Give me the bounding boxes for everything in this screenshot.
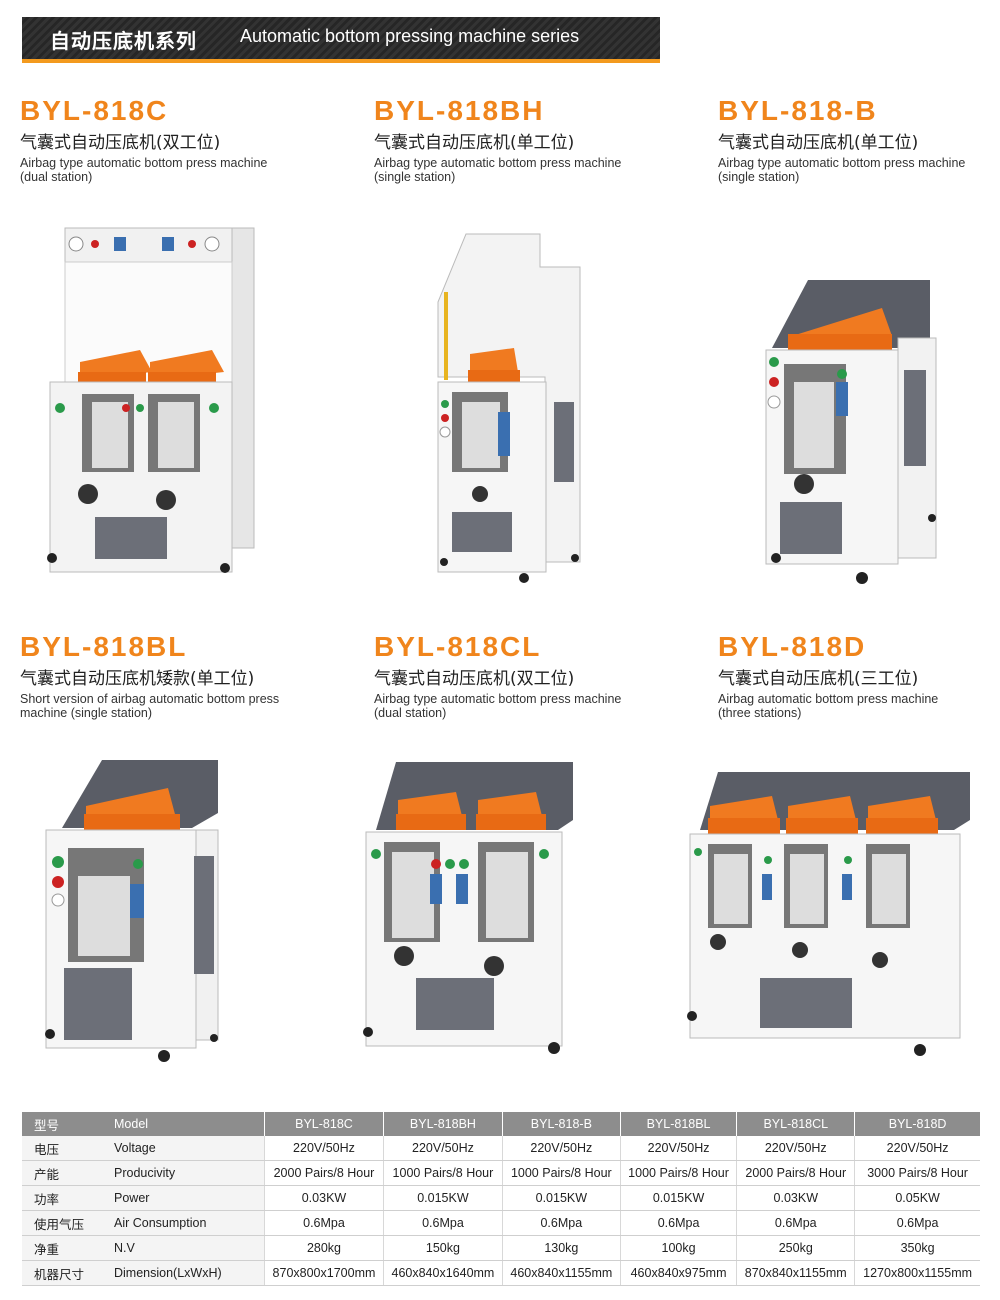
table-cell: 220V/50Hz	[854, 1136, 980, 1161]
product-card-818cl: BYL-818CL 气囊式自动压底机(双工位) Airbag type auto…	[374, 631, 674, 721]
product-name-en: Airbag type automatic bottom press machi…	[20, 156, 268, 184]
specification-table: 型号 Model BYL-818C BYL-818BH BYL-818-B BY…	[22, 1112, 980, 1286]
product-name-en: Airbag type automatic bottom press machi…	[374, 692, 622, 720]
table-cell: 220V/50Hz	[736, 1136, 855, 1161]
product-card-818c: BYL-818C 气囊式自动压底机(双工位) Airbag type autom…	[20, 95, 320, 185]
table-cell: 460x840x1640mm	[382, 1260, 503, 1286]
product-model: BYL-818BH	[374, 95, 545, 126]
table-cell: 870x800x1700mm	[264, 1260, 384, 1286]
table-cell: 0.015KW	[382, 1185, 503, 1211]
table-cell: 460x840x975mm	[619, 1260, 737, 1286]
table-cell: 0.05KW	[854, 1185, 980, 1211]
header-banner: 自动压底机系列 Automatic bottom pressing machin…	[22, 17, 660, 59]
table-cell: 0.03KW	[264, 1185, 384, 1211]
table-cell: 0.6Mpa	[264, 1210, 384, 1236]
table-cell: 350kg	[854, 1235, 980, 1261]
table-cell: 220V/50Hz	[501, 1136, 621, 1161]
product-model: BYL-818BL	[20, 631, 188, 662]
table-cell: 280kg	[264, 1235, 384, 1261]
product-name-cn: 气囊式自动压底机(双工位)	[374, 669, 575, 689]
header-label-cn: 型号	[22, 1112, 104, 1136]
series-title-cn: 自动压底机系列	[50, 29, 197, 53]
product-card-818bh: BYL-818BH 气囊式自动压底机(单工位) Airbag type auto…	[374, 95, 674, 185]
product-name-cn: 气囊式自动压底机矮款(单工位)	[20, 669, 255, 689]
table-row: 功率 Power 0.03KW 0.015KW 0.015KW 0.015KW …	[22, 1185, 980, 1211]
table-header-row: 型号 Model BYL-818C BYL-818BH BYL-818-B BY…	[22, 1112, 980, 1136]
machine-818b-image	[765, 280, 937, 584]
row-label-cn: 产能	[22, 1160, 104, 1186]
product-name-en: Airbag automatic bottom press machine (t…	[718, 692, 939, 720]
product-model: BYL-818-B	[718, 95, 878, 126]
header-model: BYL-818-B	[501, 1112, 621, 1136]
header-model: BYL-818CL	[736, 1112, 855, 1136]
table-cell: 2000 Pairs/8 Hour	[736, 1160, 855, 1186]
table-cell: 250kg	[736, 1235, 855, 1261]
machine-818d-image	[687, 772, 970, 1056]
table-row: 使用气压 Air Consumption 0.6Mpa 0.6Mpa 0.6Mp…	[22, 1210, 980, 1236]
table-cell: 1000 Pairs/8 Hour	[501, 1160, 621, 1186]
table-row: 产能 Producivity 2000 Pairs/8 Hour 1000 Pa…	[22, 1160, 980, 1186]
table-cell: 220V/50Hz	[619, 1136, 737, 1161]
table-cell: 0.6Mpa	[382, 1210, 503, 1236]
header-model: BYL-818D	[854, 1112, 980, 1136]
table-cell: 150kg	[382, 1235, 503, 1261]
table-cell: 100kg	[619, 1235, 737, 1261]
table-cell: 3000 Pairs/8 Hour	[854, 1160, 980, 1186]
table-cell: 870x840x1155mm	[736, 1260, 855, 1286]
table-cell: 0.015KW	[501, 1185, 621, 1211]
table-cell: 0.6Mpa	[501, 1210, 621, 1236]
table-cell: 220V/50Hz	[264, 1136, 384, 1161]
table-row: 净重 N.V 280kg 150kg 130kg 100kg 250kg 350…	[22, 1235, 980, 1261]
row-label-en: Producivity	[104, 1160, 265, 1186]
row-label-en: Dimension(LxWxH)	[104, 1260, 265, 1286]
row-label-cn: 功率	[22, 1185, 104, 1211]
table-cell: 0.6Mpa	[736, 1210, 855, 1236]
product-model: BYL-818C	[20, 95, 169, 126]
row-label-cn: 净重	[22, 1235, 104, 1261]
row-label-en: Power	[104, 1185, 265, 1211]
table-cell: 0.015KW	[619, 1185, 737, 1211]
product-model: BYL-818CL	[374, 631, 542, 662]
row-label-cn: 机器尺寸	[22, 1260, 104, 1286]
table-cell: 1000 Pairs/8 Hour	[382, 1160, 503, 1186]
machine-818bh-image	[437, 233, 581, 583]
product-name-cn: 气囊式自动压底机(单工位)	[374, 133, 575, 153]
product-card-818bl: BYL-818BL 气囊式自动压底机矮款(单工位) Short version …	[20, 631, 320, 721]
row-label-en: N.V	[104, 1235, 265, 1261]
product-card-818b: BYL-818-B 气囊式自动压底机(单工位) Airbag type auto…	[718, 95, 1000, 185]
table-cell: 1270x800x1155mm	[854, 1260, 980, 1286]
row-label-cn: 使用气压	[22, 1210, 104, 1236]
header-model: BYL-818C	[264, 1112, 384, 1136]
table-cell: 0.6Mpa	[619, 1210, 737, 1236]
row-label-en: Voltage	[104, 1136, 265, 1161]
product-name-cn: 气囊式自动压底机(双工位)	[20, 133, 221, 153]
table-row: 电压 Voltage 220V/50Hz 220V/50Hz 220V/50Hz…	[22, 1136, 980, 1161]
banner-accent-bar	[22, 59, 660, 63]
table-cell: 0.6Mpa	[854, 1210, 980, 1236]
product-name-cn: 气囊式自动压底机(三工位)	[718, 669, 919, 689]
header-label-en: Model	[104, 1112, 265, 1136]
product-model: BYL-818D	[718, 631, 867, 662]
header-model: BYL-818BL	[619, 1112, 737, 1136]
table-row: 机器尺寸 Dimension(LxWxH) 870x800x1700mm 460…	[22, 1260, 980, 1286]
header-model: BYL-818BH	[382, 1112, 503, 1136]
product-name-cn: 气囊式自动压底机(单工位)	[718, 133, 919, 153]
table-cell: 0.03KW	[736, 1185, 855, 1211]
product-name-en: Short version of airbag automatic bottom…	[20, 692, 280, 720]
product-name-en: Airbag type automatic bottom press machi…	[718, 156, 966, 184]
table-cell: 460x840x1155mm	[501, 1260, 621, 1286]
row-label-cn: 电压	[22, 1136, 104, 1161]
machine-818c-image	[47, 227, 255, 573]
row-label-en: Air Consumption	[104, 1210, 265, 1236]
table-cell: 220V/50Hz	[382, 1136, 503, 1161]
table-cell: 1000 Pairs/8 Hour	[619, 1160, 737, 1186]
table-cell: 2000 Pairs/8 Hour	[264, 1160, 384, 1186]
series-title-en: Automatic bottom pressing machine series	[240, 26, 580, 46]
table-cell: 130kg	[501, 1235, 621, 1261]
product-card-818d: BYL-818D 气囊式自动压底机(三工位) Airbag automatic …	[718, 631, 1000, 721]
product-name-en: Airbag type automatic bottom press machi…	[374, 156, 622, 184]
machine-818bl-image	[45, 760, 219, 1062]
machine-818cl-image	[363, 762, 573, 1054]
